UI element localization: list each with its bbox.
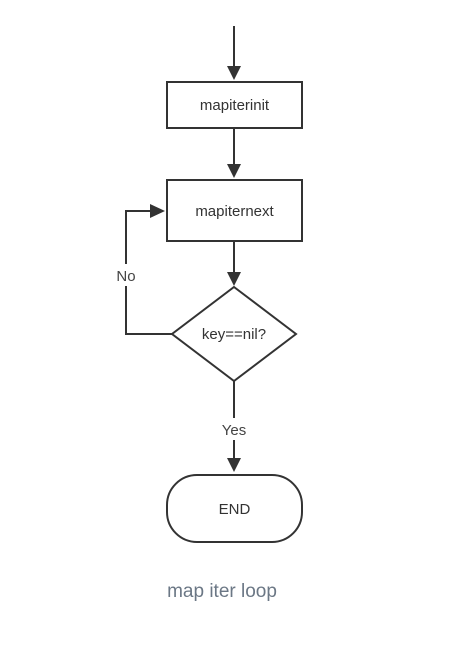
edge-no-label-bg	[112, 264, 140, 286]
edge-entry-arrowhead	[227, 66, 241, 80]
figure-caption: map iter loop	[167, 581, 277, 602]
node-mapiterinit-label: mapiterinit	[200, 97, 270, 114]
edge-init-to-next-arrowhead	[227, 164, 241, 178]
node-key-nil-label: key==nil?	[202, 326, 266, 343]
edge-next-to-check-arrowhead	[227, 272, 241, 286]
edge-no-loop-arrowhead	[150, 204, 165, 218]
edge-no-label: No	[116, 268, 135, 285]
edge-yes-to-end-arrowhead	[227, 458, 241, 472]
node-mapiternext-label: mapiternext	[195, 203, 274, 220]
node-end-label: END	[219, 501, 251, 518]
node-mapiternext-box	[166, 179, 303, 242]
edge-yes-label-bg	[215, 418, 253, 440]
node-end-terminator	[166, 474, 303, 543]
edge-yes-label: Yes	[222, 422, 246, 439]
